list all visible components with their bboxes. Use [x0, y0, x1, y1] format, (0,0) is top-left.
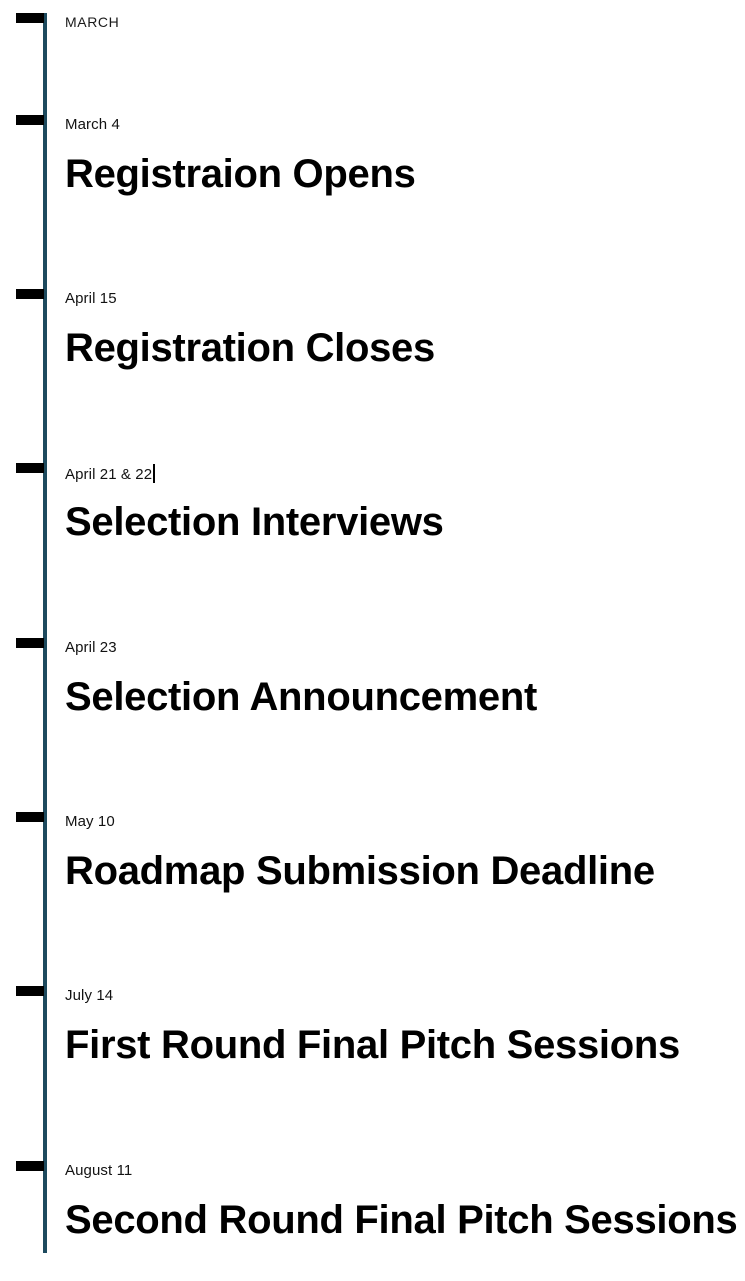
- event-date-value: April 15: [65, 290, 117, 307]
- event-title-text[interactable]: Second Round Final Pitch Sessions: [65, 1198, 738, 1242]
- timeline-event: April 23 Selection Announcement: [0, 638, 745, 758]
- event-date-text[interactable]: March 4: [65, 116, 120, 133]
- event-date-value: April 23: [65, 639, 117, 656]
- event-date-value: May 10: [65, 813, 115, 830]
- timeline-tick-icon: [16, 13, 44, 23]
- text-cursor-caret: [153, 464, 155, 483]
- timeline-event: August 11 Second Round Final Pitch Sessi…: [0, 1161, 745, 1281]
- event-title-text[interactable]: Selection Interviews: [65, 500, 444, 544]
- event-title-text[interactable]: Roadmap Submission Deadline: [65, 849, 655, 893]
- timeline-tick-icon: [16, 115, 44, 125]
- event-date-value: April 21 & 22: [65, 466, 153, 483]
- timeline-event: July 14 First Round Final Pitch Sessions: [0, 986, 745, 1106]
- timeline-line: [43, 13, 47, 1253]
- event-date-text[interactable]: April 15: [65, 290, 117, 307]
- event-title-text[interactable]: Registraion Opens: [65, 152, 416, 196]
- month-header-label: MARCH: [65, 14, 120, 30]
- event-title-text[interactable]: Selection Announcement: [65, 675, 537, 719]
- event-date-text[interactable]: July 14: [65, 987, 113, 1004]
- event-title-text[interactable]: Registration Closes: [65, 326, 435, 370]
- event-date-text[interactable]: May 10: [65, 813, 115, 830]
- event-date-text[interactable]: April 23: [65, 639, 117, 656]
- timeline-event: April 15 Registration Closes: [0, 289, 745, 409]
- timeline-tick-icon: [16, 638, 44, 648]
- event-date-value: August 11: [65, 1162, 133, 1179]
- event-title-text[interactable]: First Round Final Pitch Sessions: [65, 1023, 680, 1067]
- timeline-event: May 10 Roadmap Submission Deadline: [0, 812, 745, 932]
- timeline-tick-icon: [16, 986, 44, 996]
- timeline-tick-icon: [16, 812, 44, 822]
- event-date-text[interactable]: April 21 & 22: [65, 464, 155, 483]
- timeline-month-header: MARCH: [0, 13, 745, 53]
- timeline-event: March 4 Registraion Opens: [0, 115, 745, 235]
- timeline-tick-icon: [16, 289, 44, 299]
- event-date-value: July 14: [65, 987, 114, 1004]
- event-date-text[interactable]: August 11: [65, 1162, 132, 1179]
- timeline-event: April 21 & 22 Selection Interviews: [0, 463, 745, 583]
- event-date-value: March 4: [65, 116, 120, 133]
- timeline-tick-icon: [16, 463, 44, 473]
- timeline-tick-icon: [16, 1161, 44, 1171]
